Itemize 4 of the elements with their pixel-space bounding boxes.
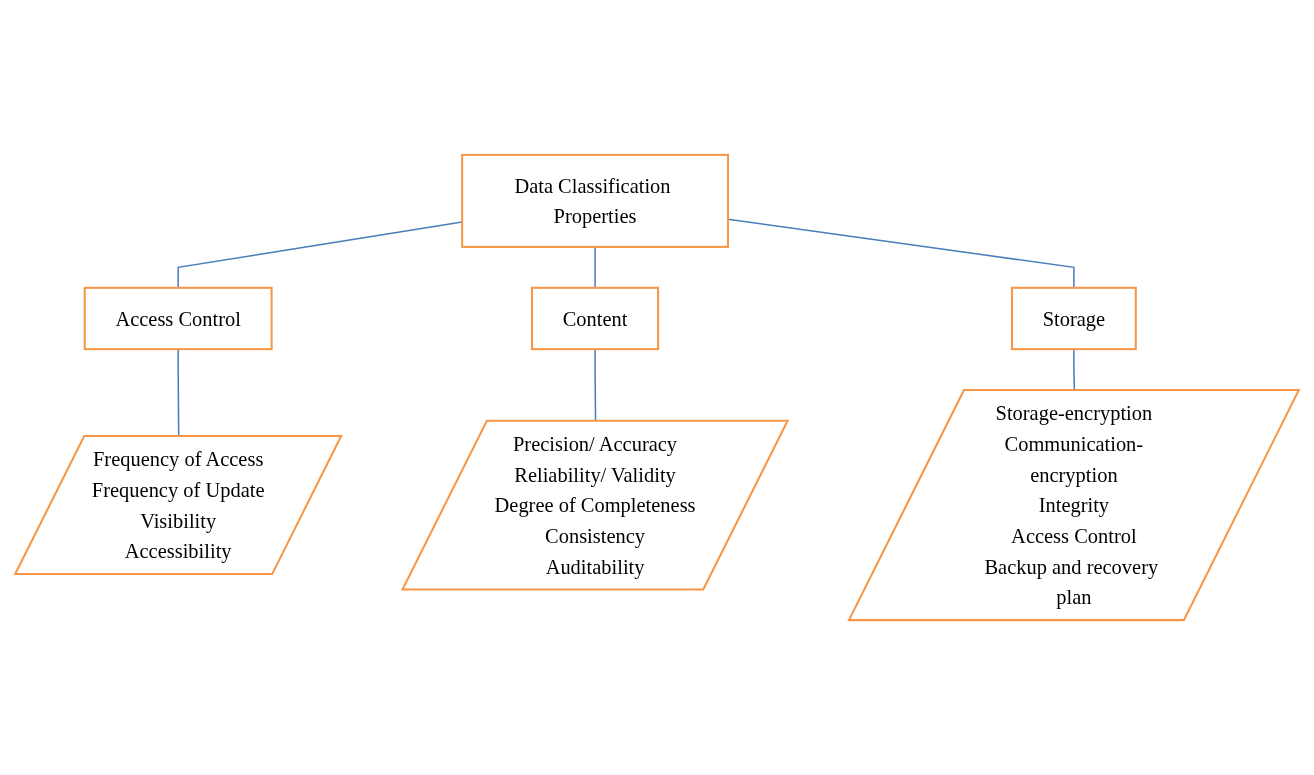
- node-box: Content: [531, 286, 660, 351]
- node-box: Storage: [1010, 286, 1137, 351]
- node-box: Data Classification Properties: [461, 153, 729, 248]
- node-box: Access Control: [83, 286, 273, 351]
